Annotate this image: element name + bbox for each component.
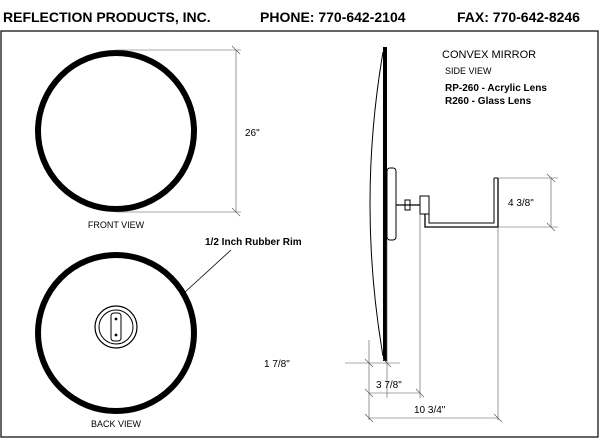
mounting-bracket-plate <box>110 312 122 342</box>
side-view: CONVEX MIRROR SIDE VIEW RP-260 - Acrylic… <box>264 47 558 423</box>
depth-a-tick-left <box>364 358 374 368</box>
depth-b-tick-left <box>364 388 374 398</box>
stud-collar <box>404 199 411 211</box>
depth-c-label: 10 3/4" <box>414 405 446 416</box>
company-name: REFLECTION PRODUCTS, INC. <box>3 9 211 25</box>
front-view-mirror <box>35 50 197 212</box>
mounting-bolt-bottom <box>114 333 118 337</box>
front-view-label: FRONT VIEW <box>88 220 145 230</box>
depth-a-tick-right <box>382 358 392 368</box>
mounting-hub-inner <box>98 309 134 345</box>
drawing-border <box>0 30 599 438</box>
depth-c-tick-left <box>364 413 374 423</box>
rim-leader-line <box>183 249 232 294</box>
front-dim-tick-top <box>231 45 241 55</box>
stud-nut <box>419 195 430 215</box>
front-dim-tick-bottom <box>231 207 241 217</box>
depth-c-tick-right <box>493 413 503 423</box>
back-view-label: BACK VIEW <box>91 419 142 429</box>
fax-number: FAX: 770-642-8246 <box>457 9 580 25</box>
wall-bracket-outer <box>424 178 499 228</box>
rim-label: 1/2 Inch Rubber Rim <box>205 237 302 248</box>
model-glass: R260 - Glass Lens <box>445 96 532 107</box>
model-acrylic: RP-260 - Acrylic Lens <box>445 83 547 94</box>
side-view-subtitle: SIDE VIEW <box>445 66 492 76</box>
wall-bracket-inner <box>428 178 495 224</box>
mounting-hub-outer <box>94 305 138 349</box>
back-view: 1/2 Inch Rubber Rim BACK VIEW <box>35 237 302 429</box>
mirror-lens-curve <box>369 51 384 357</box>
mounting-bolt-top <box>114 317 118 321</box>
depth-a-label: 1 7/8" <box>264 359 290 370</box>
back-view-mirror <box>35 252 197 414</box>
depth-b-label: 3 7/8" <box>376 380 402 391</box>
bracket-dim-tick-top <box>546 173 556 183</box>
mirror-rim-side <box>383 47 387 361</box>
front-diameter-label: 26" <box>245 128 260 139</box>
side-view-title: CONVEX MIRROR <box>442 49 536 61</box>
phone-number: PHONE: 770-642-2104 <box>260 9 406 25</box>
bracket-height-label: 4 3/8" <box>508 198 534 209</box>
depth-b-tick-right <box>415 388 425 398</box>
bracket-dim-tick-bottom <box>546 222 556 232</box>
side-mounting-hub <box>386 167 397 241</box>
front-view: 26" FRONT VIEW <box>35 45 260 230</box>
